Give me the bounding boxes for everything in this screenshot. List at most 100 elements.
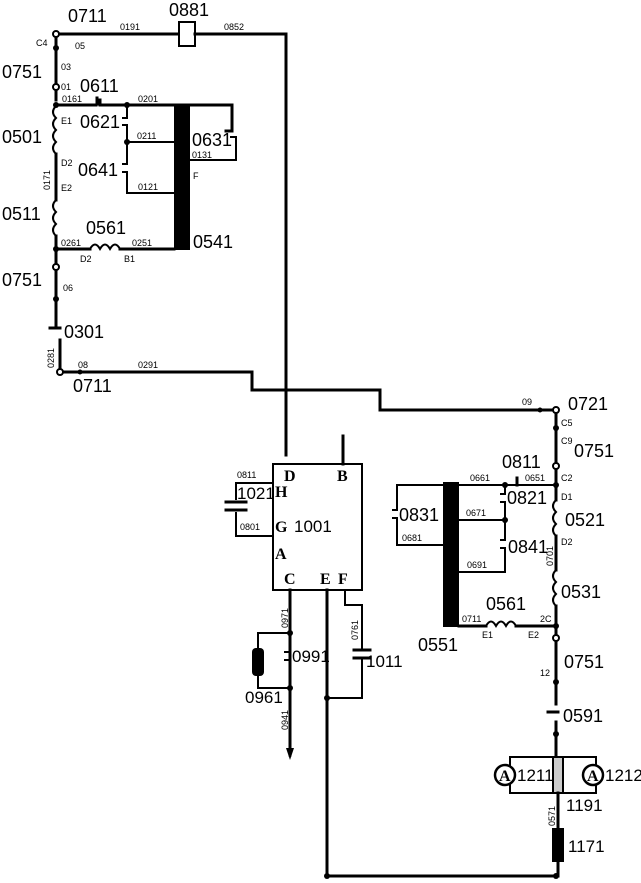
- fuse-1171: [552, 828, 564, 862]
- wire-0671: [459, 501, 506, 521]
- label-1001: 1001: [294, 517, 332, 536]
- tag-0811: 0811: [237, 470, 256, 480]
- ammeter-1212-icon: [581, 763, 605, 787]
- label-1212: 1212: [605, 766, 641, 785]
- tag-d2: D2: [61, 158, 73, 168]
- module-1001: D B H G 1001 A C E F 0811 1021 0801 0991…: [224, 434, 559, 879]
- pin-b: B: [337, 468, 348, 485]
- tag-0661: 0661: [470, 473, 490, 483]
- node: [552, 406, 560, 414]
- ammeter-1211-icon: [493, 763, 517, 787]
- tag-0571: 0571: [547, 806, 557, 826]
- tag-01: 01: [61, 82, 71, 92]
- tag-0971: 0971: [280, 608, 290, 628]
- label-0531: 0531: [561, 582, 601, 602]
- label-0881: 0881: [169, 0, 209, 20]
- tag-e2b: E2: [528, 630, 539, 640]
- label-1191: 1191: [566, 796, 603, 815]
- node: [324, 695, 330, 701]
- label-1021: 1021: [237, 484, 275, 503]
- node: [52, 83, 60, 91]
- node: [324, 873, 330, 879]
- label-0751-c: 0751: [574, 441, 614, 461]
- label-0561-b: 0561: [486, 594, 526, 614]
- tag-12: 12: [540, 668, 550, 678]
- label-0591: 0591: [563, 706, 603, 726]
- right-circuit: A A: [392, 406, 605, 878]
- label-0541: 0541: [193, 232, 233, 252]
- tag-0761: 0761: [350, 620, 360, 640]
- node: [53, 45, 59, 51]
- contact-0621-top: [122, 105, 128, 119]
- node: [77, 369, 83, 375]
- coil-0521-icon: [552, 499, 558, 537]
- wire-0691: [459, 547, 506, 573]
- right-labels: 09 0721 C5 C9 0751 0811 0661 0651 C2 082…: [399, 394, 641, 856]
- label-0551: 0551: [418, 635, 458, 655]
- wire-0761: [344, 590, 363, 650]
- coil-0561-icon: [89, 243, 121, 252]
- tag-e2: E2: [61, 183, 72, 193]
- tag-0941: 0941: [280, 710, 290, 730]
- tag-c4: C4: [36, 38, 48, 48]
- tag-e1: E1: [61, 116, 72, 126]
- tag-0121: 0121: [138, 182, 158, 192]
- tag-0191: 0191: [120, 22, 140, 32]
- resistor-0961: [252, 648, 264, 676]
- tag-0131: 0131: [192, 150, 212, 160]
- tag-0711-w: 0711: [462, 614, 481, 624]
- pin-c: C: [284, 571, 296, 588]
- contact-0841-top: [500, 520, 506, 541]
- label-0301: 0301: [64, 322, 104, 342]
- top-left-circuit: [48, 21, 558, 457]
- coil-0501-icon: [52, 105, 58, 155]
- tag-0291: 0291: [138, 360, 158, 370]
- tag-06: 06: [63, 283, 73, 293]
- node: [553, 731, 559, 737]
- label-0631: 0631: [192, 130, 232, 150]
- label-0831: 0831: [399, 505, 439, 525]
- relay-core-0551: [443, 482, 459, 627]
- tag-0701: 0701: [545, 546, 555, 566]
- label-0821: 0821: [507, 488, 547, 508]
- coil-0531-icon: [552, 569, 558, 607]
- wire-1011-return: [327, 658, 363, 699]
- pin-g: G: [275, 519, 288, 536]
- contact-0821-top: [500, 485, 506, 495]
- relay-core-0541: [174, 105, 190, 250]
- node: [53, 296, 59, 302]
- coil-0561-b-icon: [485, 620, 517, 629]
- label-0621: 0621: [80, 112, 120, 132]
- tag-e1b: E1: [482, 630, 493, 640]
- tag-0281: 0281: [46, 348, 56, 368]
- tag-0261: 0261: [61, 238, 81, 248]
- wire-0801-b: [235, 512, 273, 537]
- wire-0852-bus: [193, 32, 288, 457]
- node: [52, 30, 60, 38]
- pin-h: H: [275, 484, 288, 501]
- contact-0641-top: [122, 142, 128, 165]
- label-0751-b: 0751: [2, 270, 42, 290]
- top-left-labels: 0711 0881 0191 0852 C4 05 0751 03 01 061…: [2, 0, 244, 396]
- label-1011: 1011: [366, 652, 403, 671]
- wire-0201: [98, 98, 234, 133]
- label-0611: 0611: [80, 76, 119, 96]
- tag-d2-r: D2: [561, 537, 573, 547]
- tag-0852: 0852: [224, 22, 244, 32]
- module-1001-box: [272, 463, 363, 591]
- label-0711-bot: 0711: [73, 376, 112, 396]
- tag-0161: 0161: [62, 94, 82, 104]
- label-0561-a: 0561: [86, 218, 126, 238]
- label-0751-d: 0751: [564, 652, 604, 672]
- label-0751-a: 0751: [2, 62, 42, 82]
- label-0501: 0501: [2, 127, 42, 147]
- label-1171: 1171: [568, 837, 605, 856]
- tag-0201: 0201: [138, 94, 158, 104]
- node: [56, 368, 64, 376]
- node: [553, 679, 559, 685]
- node: [553, 425, 559, 431]
- node: [52, 263, 60, 271]
- node: [552, 462, 560, 470]
- node: [537, 407, 543, 413]
